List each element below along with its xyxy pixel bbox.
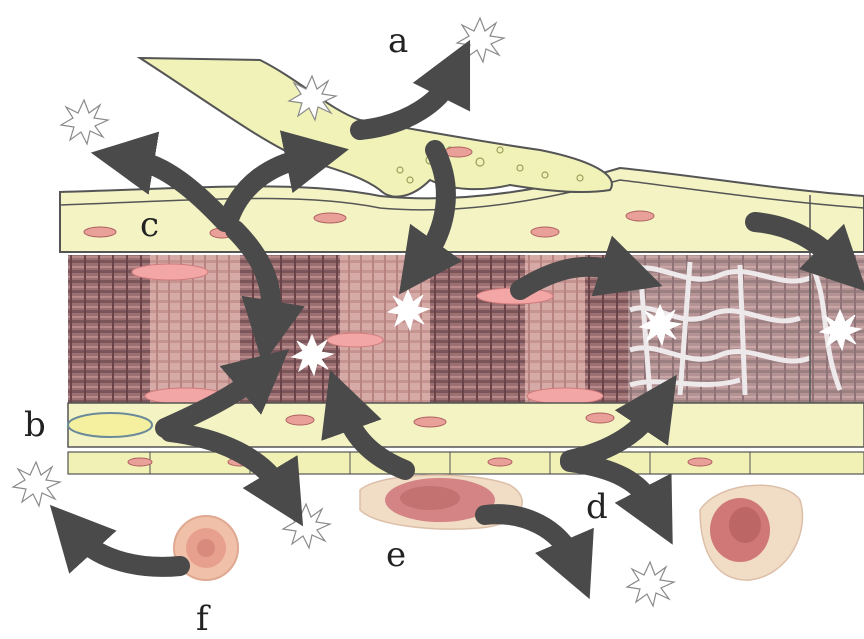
label-d: d [586,487,608,527]
label-c: c [140,205,159,245]
label-e: e [386,535,406,575]
burst-icon [457,18,504,62]
label-a: a [388,21,408,61]
basement-membrane [68,452,864,474]
burst-icon [283,504,330,548]
curved-arrow-icon [360,80,450,130]
burst-icon [627,562,674,606]
label-b: b [24,405,46,445]
satellite-cell-b [68,413,152,437]
curved-arrow-icon [485,514,572,558]
curved-arrow-icon [80,538,180,567]
macrophage-d [700,485,803,580]
label-f: f [196,599,211,639]
burst-icon [61,100,108,144]
burst-icon [13,462,60,506]
